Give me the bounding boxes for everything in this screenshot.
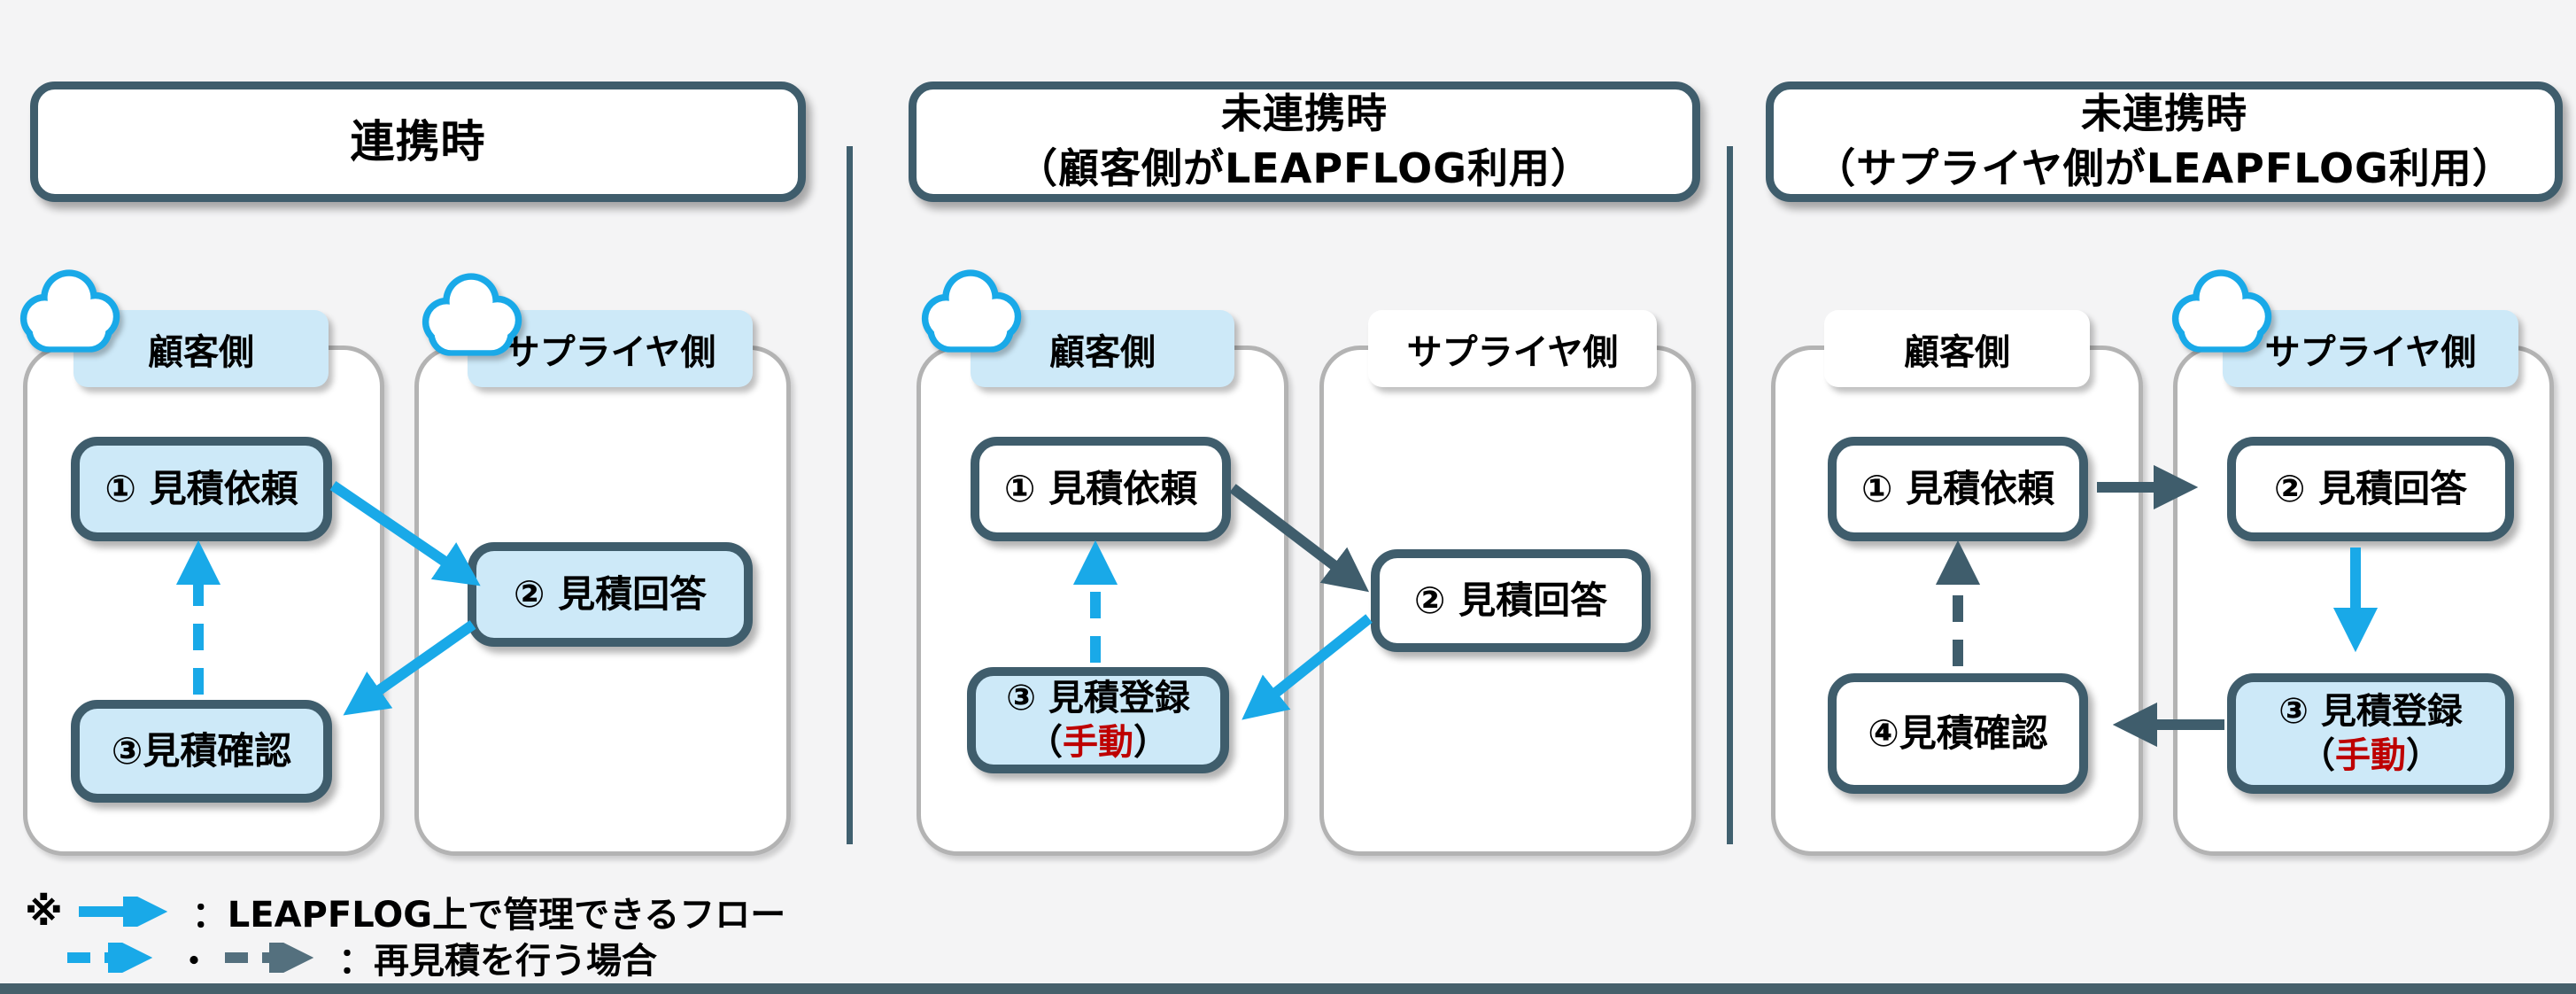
flow-step-register: ③ 見積登録 （手動） [2227,673,2514,794]
customer-label-text: 顧客側 [148,331,254,373]
flow-step-answer: ② 見積回答 [2227,437,2514,541]
legend-row-dashed: ・ ：再見積を行う場合 [66,932,657,983]
panel-title-line2: （サプライヤ側がLEAPFLOG利用） [1814,144,2514,192]
bottom-border-bar [0,983,2576,994]
customer-label: 顧客側 [1824,310,2090,387]
panel-title: 未連携時 [2081,89,2247,138]
flow-step-register-text: ③ 見積登録 [2278,691,2463,732]
flow-step-register-manual: （手動） [1027,722,1169,763]
panel-title-line2: （顧客側がLEAPFLOG利用） [1016,144,1592,192]
flow-step-answer: ② 見積回答 [1371,549,1651,652]
legend-dashed-arrow-label: ：再見積を行う場合 [338,941,658,982]
flow-step-register: ③ 見積登録 （手動） [967,667,1229,773]
flow-step-confirm: ③見積確認 [71,700,332,803]
supplier-label-text: サプライヤ側 [2264,331,2477,373]
flow-step-confirm-text: ③見積確認 [111,728,292,773]
flow-step-confirm: ④見積確認 [1828,673,2088,794]
flow-step-answer-text: ② 見積回答 [513,571,708,616]
panel-title: 連携時 [350,115,486,167]
flow-step-answer-text: ② 見積回答 [2273,466,2468,510]
flow-step-request-text: ① 見積依頼 [1860,466,2055,510]
supplier-label-text: サプライヤ側 [504,331,716,373]
supplier-label-text: サプライヤ側 [1406,331,1619,373]
panel-linked-title-box: 連携時 [30,82,806,202]
supplier-label: サプライヤ側 [1368,310,1657,387]
legend-dashed-cyan-arrow-icon [67,943,153,973]
legend-dashed-slate-arrow-icon [225,943,314,973]
flow-step-answer-text: ② 見積回答 [1413,578,1608,622]
flow-step-request: ① 見積依頼 [971,437,1231,541]
supplier-label: サプライヤ側 [2223,310,2518,387]
cloud-icon [19,269,120,353]
panel-divider [847,146,853,844]
panel-linked: 連携時 顧客側 [12,0,824,994]
customer-label-text: 顧客側 [1904,331,2010,373]
flow-step-request-text: ① 見積依頼 [104,466,298,510]
legend-solid-arrow-label: ：LEAPFLOG上で管理できるフロー [191,895,786,936]
cloud-icon [2171,269,2272,353]
customer-label-text: 顧客側 [1049,331,1156,373]
panel-unlinked-supplier-title-box: 未連携時 （サプライヤ側がLEAPFLOG利用） [1766,82,2563,202]
flow-step-answer: ② 見積回答 [468,542,753,647]
flow-step-request-text: ① 見積依頼 [1003,466,1198,510]
panel-unlinked-supplier: 未連携時 （サプライヤ側がLEAPFLOG利用） 顧客側 サプライヤ側 ① 見積… [1757,0,2572,994]
customer-lane [917,346,1288,856]
flow-step-register-text: ③ 見積登録 [1006,678,1190,718]
cloud-icon [422,273,522,356]
legend-row-solid: ※ ：LEAPFLOG上で管理できるフロー [25,886,785,937]
flow-step-request: ① 見積依頼 [71,437,332,541]
legend-solid-arrow-icon [78,897,167,927]
cloud-icon [921,269,1022,353]
panel-divider [1727,146,1733,844]
flow-step-request: ① 見積依頼 [1828,437,2088,541]
flow-step-register-manual: （手動） [2300,735,2441,776]
panel-title: 未連携時 [1221,89,1388,138]
panel-unlinked-customer-title-box: 未連携時 （顧客側がLEAPFLOG利用） [909,82,1700,202]
flow-step-confirm-text: ④見積確認 [1868,711,2048,755]
panel-unlinked-customer: 未連携時 （顧客側がLEAPFLOG利用） 顧客側 サプライヤ側 ① 見積依頼 … [901,0,1709,994]
legend-separator: ・ [177,941,212,981]
legend-note-mark: ※ [25,889,63,935]
